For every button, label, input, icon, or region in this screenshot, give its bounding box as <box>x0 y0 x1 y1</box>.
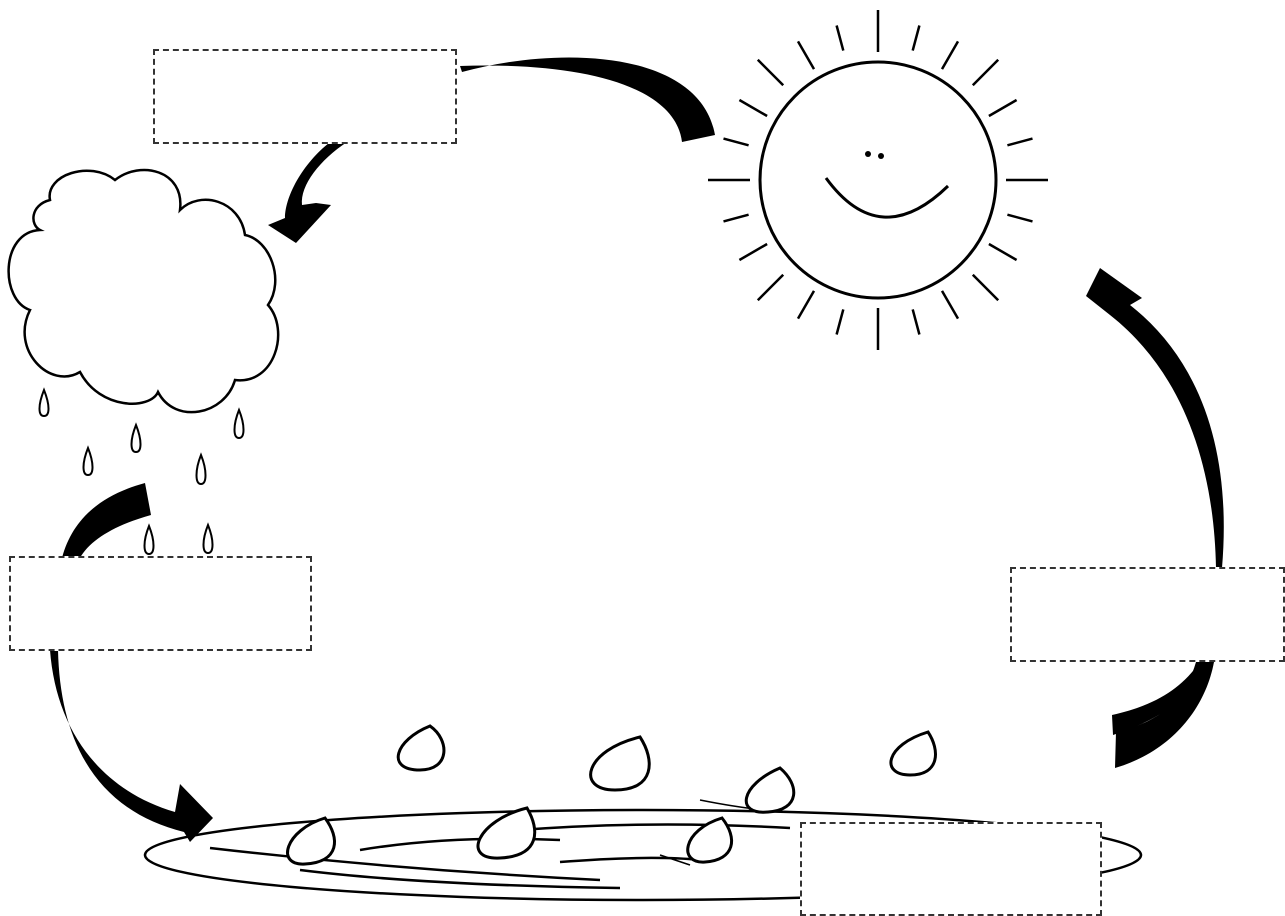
sun-ray <box>739 244 767 260</box>
cycle-arrow-icon <box>62 483 151 558</box>
sun-ray <box>758 275 783 300</box>
sun-ray <box>989 244 1017 260</box>
raindrop-icon <box>197 455 206 484</box>
sun-ray <box>1007 139 1032 146</box>
sun-ray <box>724 139 749 146</box>
collection-box[interactable] <box>800 822 1102 916</box>
precipitation-box[interactable] <box>9 556 312 651</box>
sun-icon <box>708 10 1048 350</box>
cloud-icon <box>9 170 279 412</box>
sun-ray <box>739 100 767 116</box>
rain-drops <box>40 390 244 554</box>
raindrop-icon <box>398 726 444 770</box>
raindrop-icon <box>40 390 49 416</box>
cycle-arrow-icon <box>1086 268 1224 568</box>
raindrop-icon <box>235 410 244 438</box>
raindrop-icon <box>591 737 650 790</box>
sun-ray <box>758 60 783 85</box>
sun-ray <box>837 26 844 51</box>
sun-ray <box>798 291 814 319</box>
sun-ray <box>942 41 958 69</box>
raindrop-icon <box>891 732 936 775</box>
evaporation-box[interactable] <box>1010 567 1285 662</box>
sun-ray <box>837 309 844 334</box>
cycle-arrows <box>50 57 1224 842</box>
sun-ray <box>798 41 814 69</box>
sun-ray <box>724 215 749 222</box>
cycle-arrow-icon <box>268 140 347 243</box>
cycle-arrow-icon <box>460 57 715 142</box>
sun-ray <box>913 26 920 51</box>
raindrop-icon <box>84 448 93 475</box>
sun-ray <box>973 60 998 85</box>
raindrop-icon <box>145 526 154 554</box>
condensation-box[interactable] <box>153 49 457 144</box>
sun-ray <box>913 309 920 334</box>
sun-ray <box>989 100 1017 116</box>
raindrop-icon <box>204 525 213 553</box>
cycle-arrow-icon <box>50 650 213 842</box>
sun-ray <box>942 291 958 319</box>
raindrop-icon <box>746 768 794 812</box>
raindrop-icon <box>132 425 141 452</box>
sun-ray <box>1007 215 1032 222</box>
sun-ray <box>973 275 998 300</box>
